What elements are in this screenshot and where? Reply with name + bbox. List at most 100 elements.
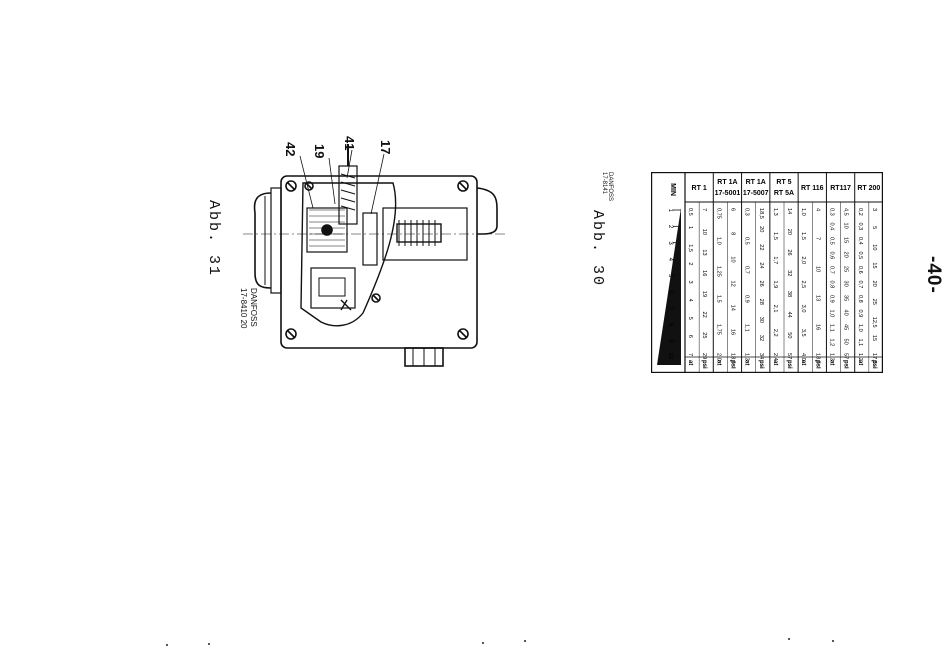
pressure-switch-drawing <box>243 144 505 367</box>
scale-value: 16 <box>814 324 820 330</box>
scale-tick-label: 6 <box>667 290 673 294</box>
speck <box>788 638 790 640</box>
scale-value: 1,1 <box>829 324 835 332</box>
scale-value: 1,5 <box>772 232 778 240</box>
scale-min-label: MIN <box>669 183 676 196</box>
scale-value: 1,3 <box>744 353 750 361</box>
callout-41: 41 <box>342 136 357 151</box>
model-label: RT 1 <box>692 185 707 192</box>
scale-value: 10 <box>730 256 736 262</box>
unit-label: psi <box>730 360 736 369</box>
model-label: RT 1A <box>746 179 766 186</box>
scale-tick-label: 3 <box>667 241 673 245</box>
scale-value: 15 <box>843 237 849 243</box>
unit-label: psi <box>843 360 849 369</box>
scale-value: 50 <box>786 332 792 338</box>
unit-label: at <box>744 360 750 365</box>
figure-30-caption: Abb. 30 <box>589 210 606 288</box>
scale-value: 5 <box>687 317 693 320</box>
scale-value: 15 <box>871 262 877 268</box>
unit-label: psi <box>786 360 792 369</box>
scale-tick-label: 1 <box>667 209 673 213</box>
unit-label: psi <box>871 360 877 369</box>
scale-value: 1,1 <box>744 324 750 332</box>
figure-31-drawing <box>243 138 505 368</box>
scale-value: 20 <box>871 281 877 287</box>
scale-value: 1,2 <box>829 339 835 347</box>
speck <box>832 640 834 642</box>
scale-value: 0,3 <box>744 208 750 216</box>
scale-value: 32 <box>786 270 792 276</box>
model-label: RT 116 <box>801 185 824 192</box>
scale-value: 19 <box>701 291 707 297</box>
scale-value: 26 <box>786 249 792 255</box>
scale-tick-label: 5 <box>667 274 673 278</box>
callout-42: 42 <box>283 142 298 157</box>
scale-value: 26 <box>758 281 764 287</box>
scale-value: 4 <box>687 299 693 302</box>
page-number: -40- <box>923 256 944 294</box>
model-label: RT 200 <box>857 185 880 192</box>
scale-value: 24 <box>758 262 764 268</box>
scale-tick-label: 7 <box>667 307 673 311</box>
scale-value: 20 <box>786 229 792 235</box>
scale-value: 13 <box>701 249 707 255</box>
scale-value: 4 <box>814 208 820 211</box>
scale-value: 0,9 <box>829 295 835 303</box>
scale-value: 10 <box>701 229 707 235</box>
scale-value: 22 <box>701 312 707 318</box>
model-label: RT 5A <box>774 190 794 197</box>
callout-17: 17 <box>378 140 393 155</box>
scale-value: 2,2 <box>772 329 778 337</box>
scale-value: 0,8 <box>829 281 835 289</box>
scale-value: 6 <box>687 335 693 338</box>
scale-value: 0,4 <box>829 223 835 231</box>
scale-value: 0,7 <box>744 266 750 274</box>
scale-value: 1,2 <box>857 353 863 361</box>
unit-label: at <box>857 360 863 365</box>
scale-value: 1,0 <box>829 310 835 318</box>
scale-value: 25 <box>871 299 877 305</box>
scale-value: 2,0 <box>800 256 806 264</box>
scale-value: 1,5 <box>687 244 693 252</box>
scale-value: 1,3 <box>772 208 778 216</box>
scale-value: 17,5 <box>871 353 877 364</box>
scale-value: 7 <box>814 237 820 240</box>
scale-value: 3 <box>687 281 693 284</box>
scale-value: 32 <box>758 335 764 341</box>
scale-value: 8 <box>730 232 736 235</box>
scale-value: 2,1 <box>772 305 778 313</box>
speck <box>524 640 526 642</box>
scale-value: 0,6 <box>857 266 863 274</box>
scale-tick-label: 8 <box>667 323 673 327</box>
scale-value: 20 <box>758 226 764 232</box>
scale-value: 15 <box>871 335 877 341</box>
scale-value: 10 <box>871 244 877 250</box>
unit-label: psi <box>758 360 764 369</box>
scale-value: 18,5 <box>758 208 764 219</box>
scale-value: 0,4 <box>857 237 863 245</box>
scale-wedge <box>657 208 681 365</box>
scale-value: 30 <box>758 317 764 323</box>
scale-value: 28 <box>758 299 764 305</box>
scale-value: 1,0 <box>800 208 806 216</box>
model-label: RT 1A <box>717 179 737 186</box>
scale-value: 14 <box>730 305 736 311</box>
scale-value: 40 <box>843 310 849 316</box>
scale-value: 22 <box>758 244 764 250</box>
scale-value: 6 <box>730 208 736 211</box>
scale-tick-label: 9 <box>667 339 673 343</box>
unit-label: at <box>800 360 806 365</box>
scale-value: 2,0 <box>715 353 721 361</box>
scale-value: 2 <box>687 262 693 265</box>
scale-value: 4,0 <box>800 353 806 361</box>
scale-value: 0,5 <box>857 252 863 260</box>
scale-value: 20 <box>843 252 849 258</box>
speck <box>166 644 168 646</box>
unit-label: at <box>829 360 835 365</box>
scale-value: 57 <box>843 353 849 359</box>
speck <box>208 643 210 645</box>
scale-value: 18,5 <box>730 353 736 364</box>
